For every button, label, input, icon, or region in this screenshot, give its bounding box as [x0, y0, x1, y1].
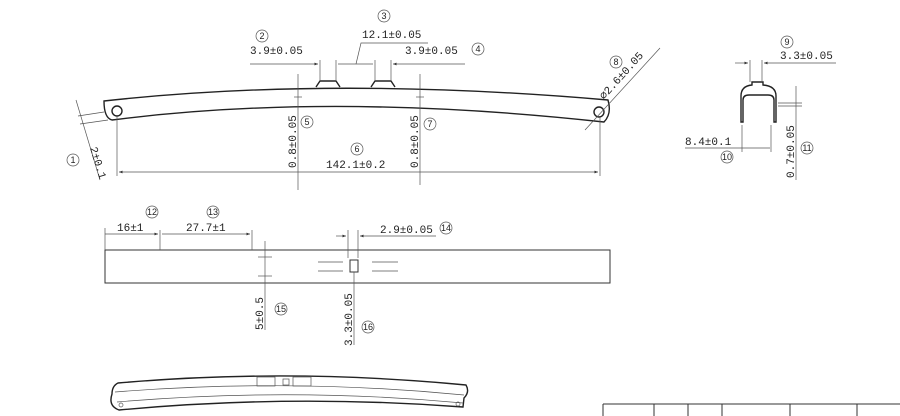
dim-5: 0.8±0.05: [288, 115, 300, 168]
bar-profile: [103, 87, 611, 123]
svg-text:11: 11: [802, 143, 811, 153]
callout: 10: [720, 150, 734, 164]
svg-text:13: 13: [208, 207, 218, 217]
lugs: [315, 80, 396, 88]
dim-11: 0.7±0.05: [786, 125, 798, 178]
callout: 12: [145, 205, 159, 219]
callout: 2: [255, 29, 269, 43]
dim-12: 16±1: [117, 223, 144, 235]
callout: 5: [300, 115, 314, 129]
isometric-view: [110, 375, 469, 411]
dim-6: 142.1±0.2: [326, 160, 385, 172]
strip-outline: [104, 249, 611, 284]
front-view: 3.9±0.05 12.1±0.05 3.9±0.05 0.8±0.05 0.8…: [66, 9, 661, 190]
svg-text:8: 8: [613, 57, 618, 67]
svg-text:10: 10: [722, 152, 732, 162]
dim-7: 0.8±0.05: [410, 115, 422, 168]
callout: 7: [423, 117, 437, 131]
callout: 3: [377, 9, 391, 23]
svg-text:14: 14: [441, 223, 451, 233]
callout: 1: [66, 153, 80, 167]
dim-15: 5±0.5: [255, 297, 267, 330]
callout: 6: [350, 142, 364, 156]
callout: 9: [780, 35, 794, 49]
dim-3: 12.1±0.05: [362, 30, 421, 42]
left-hole: [111, 105, 123, 117]
top-view: 16±1 27.7±1 5±0.5 2.9±0.05 3.3±0.05 12 1…: [104, 205, 611, 346]
dim-14: 2.9±0.05: [380, 225, 433, 237]
svg-text:3: 3: [381, 11, 386, 21]
dim-2: 3.9±0.05: [250, 46, 303, 58]
callout: 8: [609, 55, 623, 69]
svg-text:16: 16: [363, 322, 373, 332]
callout: 16: [361, 320, 375, 334]
title-block: [602, 403, 900, 416]
svg-text:4: 4: [475, 44, 480, 54]
dim-9: 3.3±0.05: [780, 51, 833, 63]
svg-text:2: 2: [259, 31, 264, 41]
callout: 15: [274, 302, 288, 316]
svg-text:12: 12: [147, 207, 157, 217]
callout: 11: [800, 141, 814, 155]
svg-text:9: 9: [784, 37, 789, 47]
svg-text:15: 15: [276, 304, 286, 314]
callout: 13: [206, 205, 220, 219]
callout: 4: [471, 42, 485, 56]
callout: 14: [439, 221, 453, 235]
svg-text:1: 1: [70, 155, 75, 165]
dim-10: 8.4±0.1: [685, 137, 732, 149]
svg-text:7: 7: [427, 119, 432, 129]
side-view: 3.3±0.05 8.4±0.1 0.7±0.05 9 10 11: [685, 35, 836, 180]
right-hole: [593, 106, 605, 118]
svg-text:6: 6: [354, 144, 359, 154]
dim-8: ⌀2.6±0.05: [598, 50, 647, 102]
dim-13: 27.7±1: [186, 223, 226, 235]
dim-4: 3.9±0.05: [405, 46, 458, 58]
svg-text:5: 5: [304, 117, 309, 127]
slot: [349, 259, 359, 273]
dim-1: 2±0.1: [86, 146, 107, 181]
u-profile: [740, 81, 777, 123]
dim-16: 3.3±0.05: [344, 293, 356, 346]
